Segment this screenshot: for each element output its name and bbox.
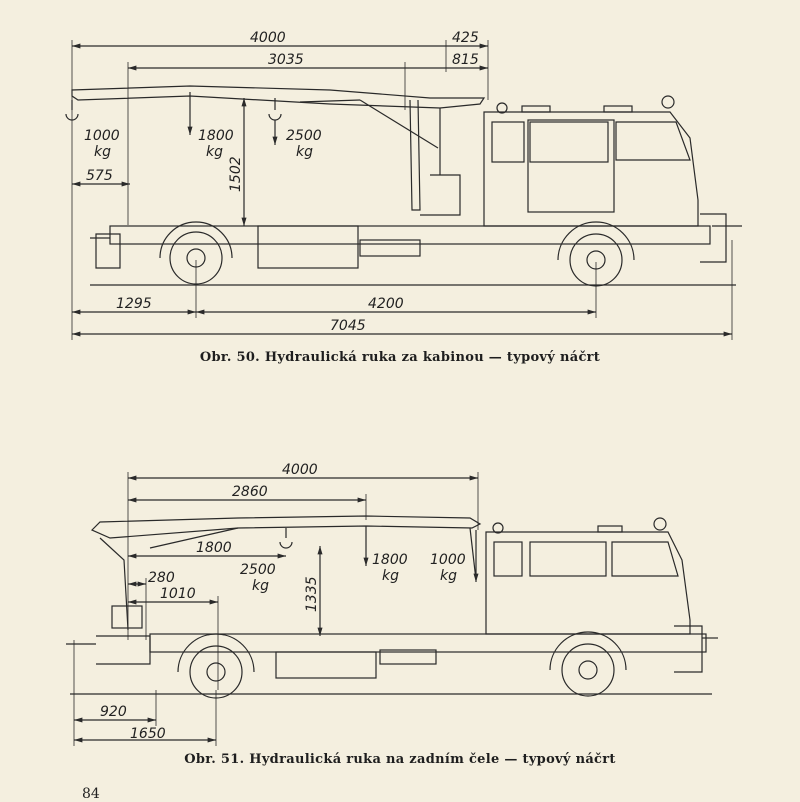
- figure-51-caption: Obr. 51. Hydraulická ruka na zadním čele…: [184, 752, 616, 767]
- load-label-unit: kg: [94, 144, 111, 160]
- hook-icon: [279, 528, 293, 549]
- load-label-unit: kg: [440, 568, 457, 584]
- hook-icon: [65, 100, 79, 121]
- dim-label-top-right: 425: [452, 30, 479, 46]
- dim-label-second-right: 815: [452, 52, 479, 68]
- load-label-unit: kg: [206, 144, 223, 160]
- dim-label-top-total: 4000: [250, 30, 286, 46]
- wheel: [557, 221, 635, 287]
- page-number: 84: [82, 786, 100, 802]
- load-label-unit: kg: [382, 568, 399, 584]
- vehicle-chassis: [66, 625, 718, 679]
- crane-boom: [90, 515, 482, 631]
- load-label-unit: kg: [296, 144, 313, 160]
- load-label-value: 1000: [430, 552, 466, 568]
- dim-label-bottom1: 920: [100, 704, 127, 720]
- dim-label-second: 3035: [268, 52, 304, 68]
- vehicle-chassis: [90, 213, 742, 269]
- load-label-value: 1800: [372, 552, 408, 568]
- dim-label-left-height: 575: [86, 168, 113, 184]
- figure-50-caption: Obr. 50. Hydraulická ruka za kabinou — t…: [199, 350, 601, 365]
- dim-label-bottom-left: 1295: [116, 296, 152, 312]
- wheel: [549, 631, 627, 697]
- vehicle-cab: [483, 95, 699, 227]
- vehicle-cab: [485, 517, 691, 635]
- dim-label-small2: 1010: [160, 586, 196, 602]
- load-label-value: 1800: [198, 128, 234, 144]
- dim-label-height: 1335: [304, 576, 320, 612]
- load-label-value: 2500: [286, 128, 322, 144]
- dim-label-bottom-mid: 4200: [368, 296, 404, 312]
- wheel: [177, 633, 255, 699]
- dim-label-third: 1800: [196, 540, 232, 556]
- dim-label-second: 2860: [232, 484, 268, 500]
- dim-label-mid-height: 1502: [228, 156, 244, 192]
- wheel: [159, 221, 233, 285]
- load-label-value: 1000: [84, 128, 120, 144]
- dim-label-bottom2: 1650: [130, 726, 166, 742]
- dim-label-small1: 280: [148, 570, 175, 586]
- load-label-value: 2500: [240, 562, 276, 578]
- load-label-unit: kg: [252, 578, 269, 594]
- dim-label-bottom-total: 7045: [330, 318, 366, 334]
- dim-label-top-total: 4000: [282, 462, 318, 478]
- crane-boom: [71, 85, 486, 216]
